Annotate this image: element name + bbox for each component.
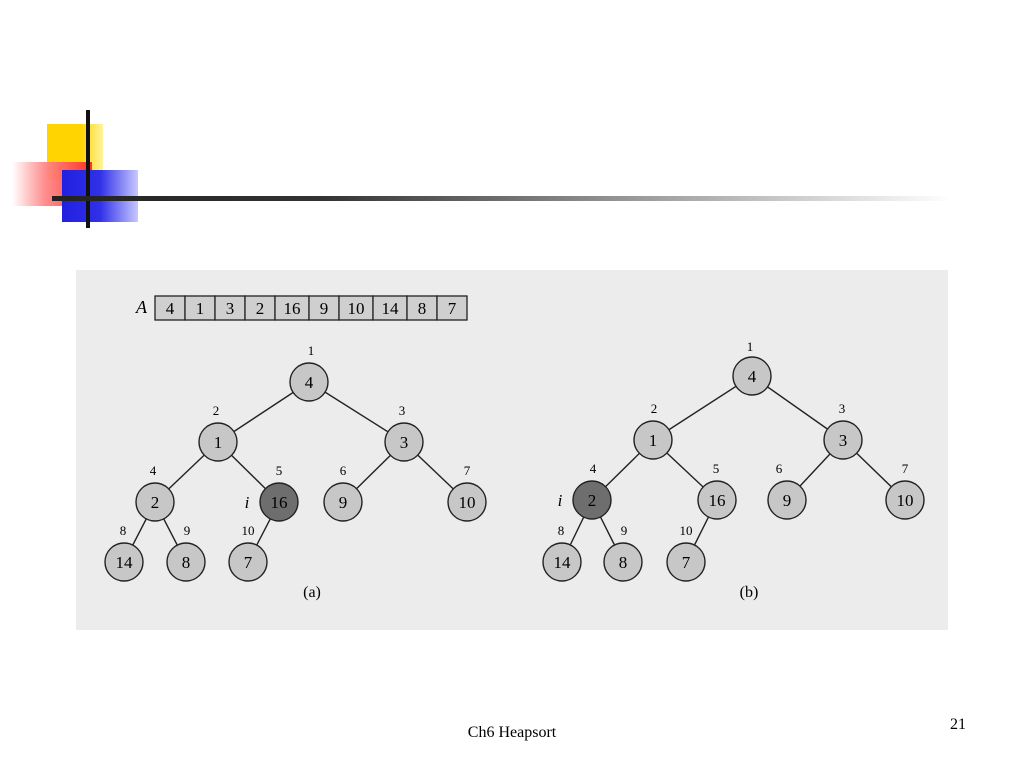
tree-node (697, 480, 737, 520)
node-value: 10 (897, 491, 914, 510)
vertical-rule (86, 110, 90, 228)
node-index: 4 (150, 463, 157, 478)
tree-node (228, 542, 268, 582)
node-value: 7 (682, 553, 691, 572)
node-value: 9 (783, 491, 792, 510)
node-index: 8 (558, 523, 565, 538)
pointer-label: i (558, 491, 563, 510)
tree-node (767, 480, 807, 520)
node-value: 2 (588, 491, 597, 510)
node-index: 1 (747, 339, 754, 354)
array-cell: 10 (348, 299, 365, 318)
array-a: A 4 1 3 2 16 9 10 14 8 7 (135, 295, 468, 321)
tree-node (198, 422, 238, 462)
node-value: 4 (748, 367, 757, 386)
tree-node (823, 420, 863, 460)
array-cell: 16 (284, 299, 301, 318)
tree-a: 4 1 3 2 16 9 10 14 8 7 1 2 3 4 5 6 7 8 9… (104, 343, 487, 601)
tree-node (542, 542, 582, 582)
array-cell: 7 (448, 299, 457, 318)
node-index: 10 (242, 523, 255, 538)
tree-node-highlighted (572, 480, 612, 520)
node-index: 5 (713, 461, 720, 476)
tree-node (885, 480, 925, 520)
node-index: 9 (621, 523, 628, 538)
node-value: 14 (116, 553, 134, 572)
node-index: 5 (276, 463, 283, 478)
tree-node (633, 420, 673, 460)
array-cell: 2 (256, 299, 265, 318)
array-cell-box (244, 295, 276, 321)
node-index: 2 (651, 401, 658, 416)
array-name: A (135, 297, 148, 317)
node-value: 4 (305, 373, 314, 392)
node-value: 8 (619, 553, 628, 572)
array-cell: 3 (226, 299, 235, 318)
array-cell-box (406, 295, 438, 321)
tree-node (732, 356, 772, 396)
node-value: 9 (339, 493, 348, 512)
tree-node (666, 542, 706, 582)
node-index: 1 (308, 343, 315, 358)
node-value: 3 (839, 431, 848, 450)
page-number: 21 (950, 716, 966, 733)
node-index: 6 (776, 461, 783, 476)
array-cell: 9 (320, 299, 329, 318)
tree-node (447, 482, 487, 522)
tree-node (166, 542, 206, 582)
tree-b: 4 1 3 2 16 9 10 14 8 7 1 2 3 4 5 6 7 8 9… (542, 339, 925, 601)
node-index: 6 (340, 463, 347, 478)
node-value: 1 (649, 431, 658, 450)
array-cell-box (274, 295, 310, 321)
tree-node (384, 422, 424, 462)
array-cell-box (154, 295, 186, 321)
array-cell: 8 (418, 299, 427, 318)
horizontal-rule (52, 196, 952, 201)
array-cell-box (338, 295, 374, 321)
node-value: 10 (459, 493, 476, 512)
node-index: 4 (590, 461, 597, 476)
node-index: 8 (120, 523, 127, 538)
pointer-label: i (245, 493, 250, 512)
node-index: 3 (839, 401, 846, 416)
node-index: 9 (184, 523, 191, 538)
footer-title: Ch6 Heapsort (467, 724, 557, 741)
node-value: 16 (271, 493, 288, 512)
tree-node-highlighted (259, 482, 299, 522)
array-cell-box (184, 295, 216, 321)
node-value: 2 (151, 493, 160, 512)
tree-node (603, 542, 643, 582)
node-index: 2 (213, 403, 220, 418)
node-index: 7 (464, 463, 471, 478)
array-cell: 1 (196, 299, 205, 318)
tree-node (135, 482, 175, 522)
array-cell: 14 (382, 299, 400, 318)
array-cell: 4 (166, 299, 175, 318)
node-value: 8 (182, 553, 191, 572)
node-value: 7 (244, 553, 253, 572)
heap-figure: A 4 1 3 2 16 9 10 14 8 7 (76, 270, 948, 630)
node-value: 1 (214, 433, 223, 452)
tree-node (323, 482, 363, 522)
tree-caption: (b) (740, 584, 759, 601)
node-value: 14 (554, 553, 572, 572)
node-value: 16 (709, 491, 726, 510)
tree-node (289, 362, 329, 402)
node-index: 7 (902, 461, 909, 476)
node-value: 3 (400, 433, 409, 452)
node-index: 10 (680, 523, 693, 538)
node-index: 3 (399, 403, 406, 418)
tree-caption: (a) (303, 584, 321, 601)
array-cell-box (436, 295, 468, 321)
tree-node (104, 542, 144, 582)
